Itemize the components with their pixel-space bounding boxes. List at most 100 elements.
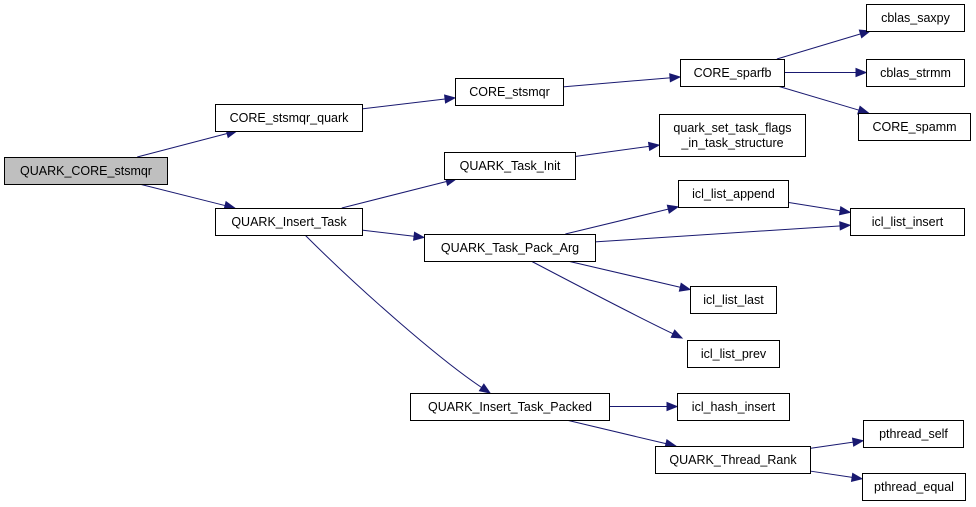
edge-line xyxy=(567,260,682,288)
arrowhead-icon xyxy=(857,105,870,115)
edge-line xyxy=(809,441,855,449)
edge-core_stsmqr-to-core_sparfb xyxy=(562,73,682,88)
edge-line xyxy=(787,201,842,212)
node-box xyxy=(678,180,789,208)
node-cblas-strmm[interactable]: cblas_strmm xyxy=(866,59,965,87)
edge-quark_task_pack_arg-to-icl_list_insert xyxy=(594,221,852,243)
edge-line xyxy=(776,33,862,60)
edge-line xyxy=(809,470,854,478)
node-box xyxy=(858,113,971,141)
edge-quark_task_pack_arg-to-icl_list_append xyxy=(565,204,680,235)
edge-quark_insert_task-to-quark_task_pack_arg xyxy=(361,229,426,241)
node-label: QUARK_Insert_Task xyxy=(231,215,347,229)
arrowhead-icon xyxy=(647,141,661,152)
node-icl-list-insert[interactable]: icl_list_insert xyxy=(850,208,965,236)
node-label: CORE_spamm xyxy=(872,120,956,134)
arrowhead-icon xyxy=(444,94,457,104)
arrowhead-icon xyxy=(850,472,864,482)
node-label: cblas_strmm xyxy=(880,66,951,80)
node-box xyxy=(215,104,363,132)
edge-line xyxy=(566,419,668,445)
node-pthread-equal[interactable]: pthread_equal xyxy=(862,473,966,501)
node-icl-hash-insert[interactable]: icl_hash_insert xyxy=(677,393,790,421)
edge-line xyxy=(565,208,670,235)
node-box xyxy=(677,393,790,421)
edge-core_sparfb-to-cblas_strmm xyxy=(784,67,868,78)
node-label: cblas_saxpy xyxy=(881,11,951,25)
node-icl-list-append[interactable]: icl_list_append xyxy=(678,180,789,208)
edge-core_sparfb-to-core_spamm xyxy=(777,85,870,115)
node-cblas-saxpy[interactable]: cblas_saxpy xyxy=(866,4,965,32)
node-core-spamm[interactable]: CORE_spamm xyxy=(858,113,971,141)
node-box xyxy=(455,78,564,106)
node-label: QUARK_Task_Pack_Arg xyxy=(441,241,579,255)
node-label: QUARK_Task_Init xyxy=(460,159,561,173)
node-quark-core-stsmqr[interactable]: QUARK_CORE_stsmqr xyxy=(4,157,168,185)
edge-line xyxy=(304,234,483,389)
node-quark-task-pack-arg[interactable]: QUARK_Task_Pack_Arg xyxy=(424,234,596,262)
edge-line xyxy=(530,260,675,335)
edge-core_sparfb-to-cblas_saxpy xyxy=(776,29,872,60)
node-box xyxy=(444,152,576,180)
node-box xyxy=(850,208,965,236)
node-box xyxy=(866,59,965,87)
arrowhead-icon xyxy=(413,231,426,241)
edge-line xyxy=(562,77,672,88)
node-label: CORE_stsmqr xyxy=(469,85,550,99)
node-label: QUARK_Thread_Rank xyxy=(669,453,797,467)
node-label: icl_list_append xyxy=(692,187,775,201)
node-label: icl_list_prev xyxy=(701,347,767,361)
node-core-stsmqr[interactable]: CORE_stsmqr xyxy=(455,78,564,106)
edge-line xyxy=(594,225,842,243)
arrowhead-icon xyxy=(670,329,684,339)
node-box xyxy=(655,446,811,474)
edge-line xyxy=(341,180,448,209)
node-quark-thread-rank[interactable]: QUARK_Thread_Rank xyxy=(655,446,811,474)
node-core-sparfb[interactable]: CORE_sparfb xyxy=(680,59,785,87)
node-pthread-self[interactable]: pthread_self xyxy=(863,420,964,448)
node-label: QUARK_CORE_stsmqr xyxy=(20,164,152,178)
edge-line xyxy=(777,85,861,111)
arrowhead-icon xyxy=(666,204,680,214)
node-quark-task-init[interactable]: QUARK_Task_Init xyxy=(444,152,576,180)
edge-quark_insert_task_packed-to-quark_thread_rank xyxy=(566,419,678,449)
edge-icl_list_append-to-icl_list_insert xyxy=(787,201,852,216)
arrowhead-icon xyxy=(851,437,865,447)
arrowhead-icon xyxy=(478,383,492,394)
node-icl-list-last[interactable]: icl_list_last xyxy=(690,286,777,314)
edge-line xyxy=(361,229,416,237)
edge-quark_insert_task-to-quark_task_init xyxy=(341,176,458,209)
node-label: CORE_stsmqr_quark xyxy=(230,111,350,125)
edge-core_stsmqr_quark-to-core_stsmqr xyxy=(361,94,457,110)
node-label: pthread_equal xyxy=(874,480,954,494)
node-label: QUARK_Insert_Task_Packed xyxy=(428,400,592,414)
node-box xyxy=(690,286,777,314)
node-label: icl_list_last xyxy=(703,293,764,307)
edge-quark_core_stsmqr-to-quark_insert_task xyxy=(139,183,237,211)
arrowhead-icon xyxy=(678,282,692,292)
edge-quark_thread_rank-to-pthread_equal xyxy=(809,470,864,482)
node-label: pthread_self xyxy=(879,427,948,441)
node-box xyxy=(659,114,806,157)
edge-quark_insert_task-to-quark_insert_task_packed xyxy=(304,234,492,394)
edge-quark_task_pack_arg-to-icl_list_prev xyxy=(530,260,684,339)
node-box xyxy=(215,208,363,236)
node-icl-list-prev[interactable]: icl_list_prev xyxy=(687,340,780,368)
node-box xyxy=(424,234,596,262)
node-quark-insert-task[interactable]: QUARK_Insert_Task xyxy=(215,208,363,236)
node-quark-set-task-flags[interactable]: quark_set_task_flags_in_task_structure xyxy=(659,114,806,157)
node-box xyxy=(4,157,168,185)
edge-line xyxy=(139,183,227,207)
edge-quark_thread_rank-to-pthread_self xyxy=(809,437,865,449)
node-quark-insert-task-packed[interactable]: QUARK_Insert_Task_Packed xyxy=(410,393,610,421)
node-core-stsmqr-quark[interactable]: CORE_stsmqr_quark xyxy=(215,104,363,132)
edge-line xyxy=(137,132,229,158)
arrowhead-icon xyxy=(669,73,682,83)
arrowhead-icon xyxy=(666,401,679,412)
node-label: CORE_sparfb xyxy=(694,66,772,80)
node-box xyxy=(862,473,966,501)
edge-quark_task_init-to-quark_set_task_flags xyxy=(574,141,661,158)
edge-quark_core_stsmqr-to-core_stsmqr_quark xyxy=(137,129,239,158)
